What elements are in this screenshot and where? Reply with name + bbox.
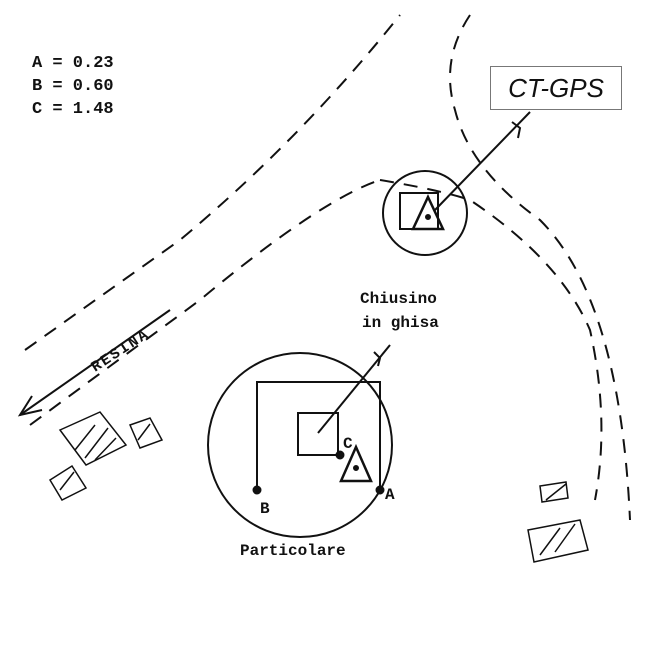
detail-circle	[207, 352, 393, 538]
road-arrow-line	[19, 309, 171, 416]
point-a-dot	[375, 485, 385, 495]
chiusino-leader-line	[317, 344, 391, 434]
legend-a: A = 0.23	[32, 54, 114, 73]
point-b-dot	[252, 485, 262, 495]
legend-b: B = 0.60	[32, 77, 114, 96]
chiusino-label-2: in ghisa	[362, 314, 439, 332]
road-edge-right-inner	[379, 179, 603, 501]
point-c-label: C	[343, 435, 353, 453]
detail-triangle-icon	[339, 443, 373, 483]
detail-label: Particolare	[240, 542, 346, 560]
hatched-buildings	[48, 411, 589, 563]
point-a-label: A	[385, 486, 395, 504]
gps-triangle-icon	[411, 194, 445, 231]
detail-square	[256, 381, 381, 490]
gps-leader-line	[434, 111, 531, 211]
road-label: RESINA	[88, 326, 153, 376]
point-c-dot	[335, 450, 345, 460]
chiusino-label: Chiusino	[360, 290, 437, 308]
road-edge-lower	[29, 179, 381, 426]
manhole-cover	[297, 412, 339, 456]
gps-point-square	[399, 192, 439, 230]
road-arrow-head	[17, 395, 43, 417]
measurement-legend: A = 0.23 B = 0.60 C = 1.48	[32, 52, 114, 121]
gps-point-circle	[382, 170, 468, 256]
legend-c: C = 1.48	[32, 100, 114, 119]
point-b-label: B	[260, 500, 270, 518]
road-edge-right-outer	[449, 14, 631, 521]
road-edge-upper	[24, 14, 401, 351]
ct-gps-label: CT-GPS	[490, 66, 622, 110]
